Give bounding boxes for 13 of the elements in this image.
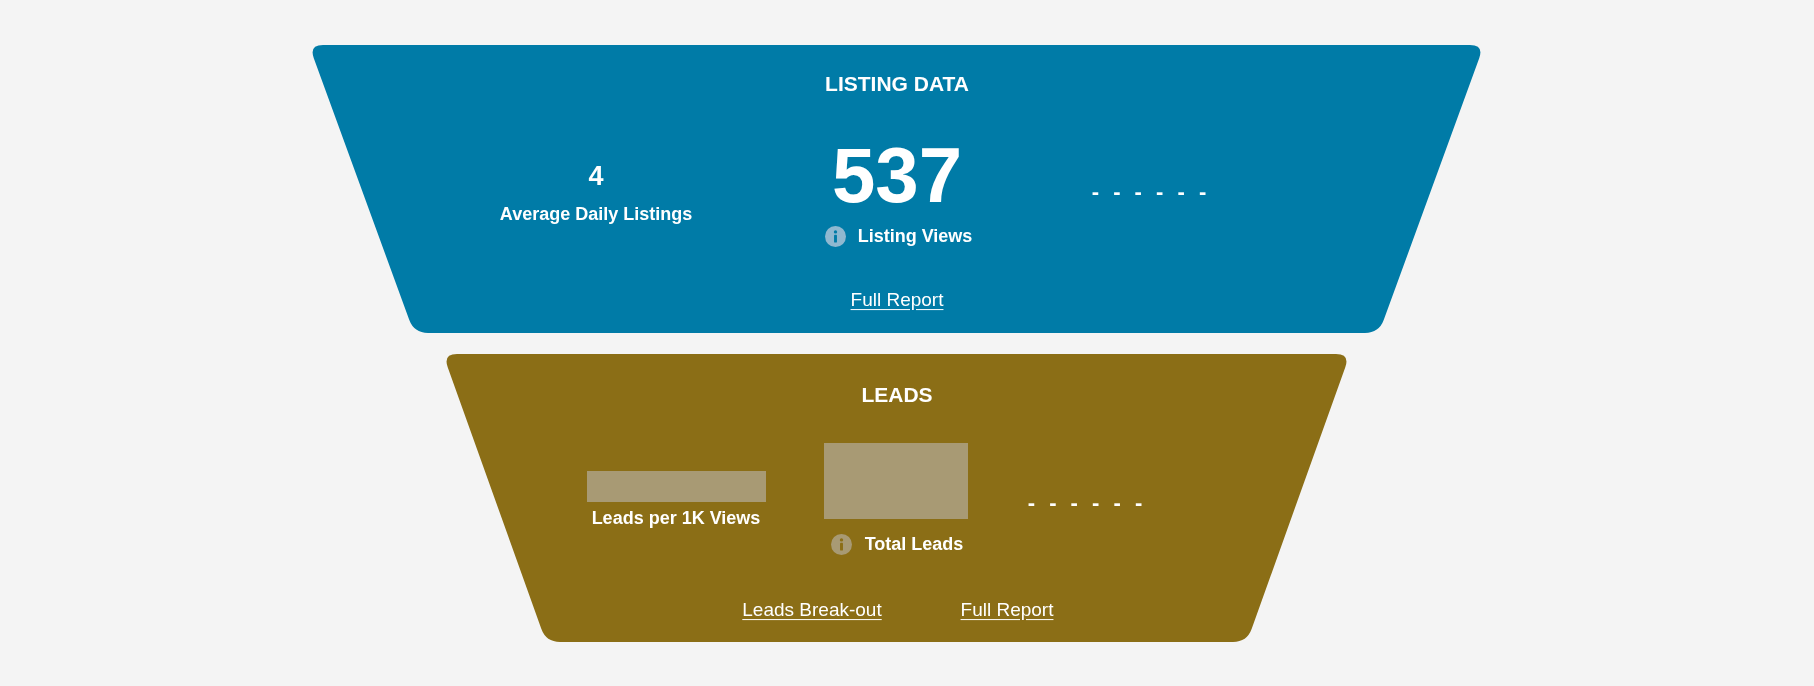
metric-label: Leads per 1K Views bbox=[591, 507, 761, 529]
report-link: Full Report bbox=[960, 599, 1054, 621]
report-link: Full Report bbox=[850, 289, 944, 311]
metric-value: 537 bbox=[831, 131, 963, 221]
empty-value-dashes: - - - - - - bbox=[1091, 179, 1211, 205]
metric-label: Listing Views bbox=[857, 225, 973, 247]
metric-label: Average Daily Listings bbox=[499, 203, 693, 225]
metric-value: 4 bbox=[588, 161, 604, 193]
stage-title: LISTING DATA bbox=[825, 71, 969, 97]
stage-title: LEADS bbox=[861, 382, 933, 408]
empty-value-dashes: - - - - - - bbox=[1027, 490, 1147, 516]
metric-label: Total Leads bbox=[864, 533, 964, 555]
report-link: Leads Break-out bbox=[742, 599, 882, 621]
